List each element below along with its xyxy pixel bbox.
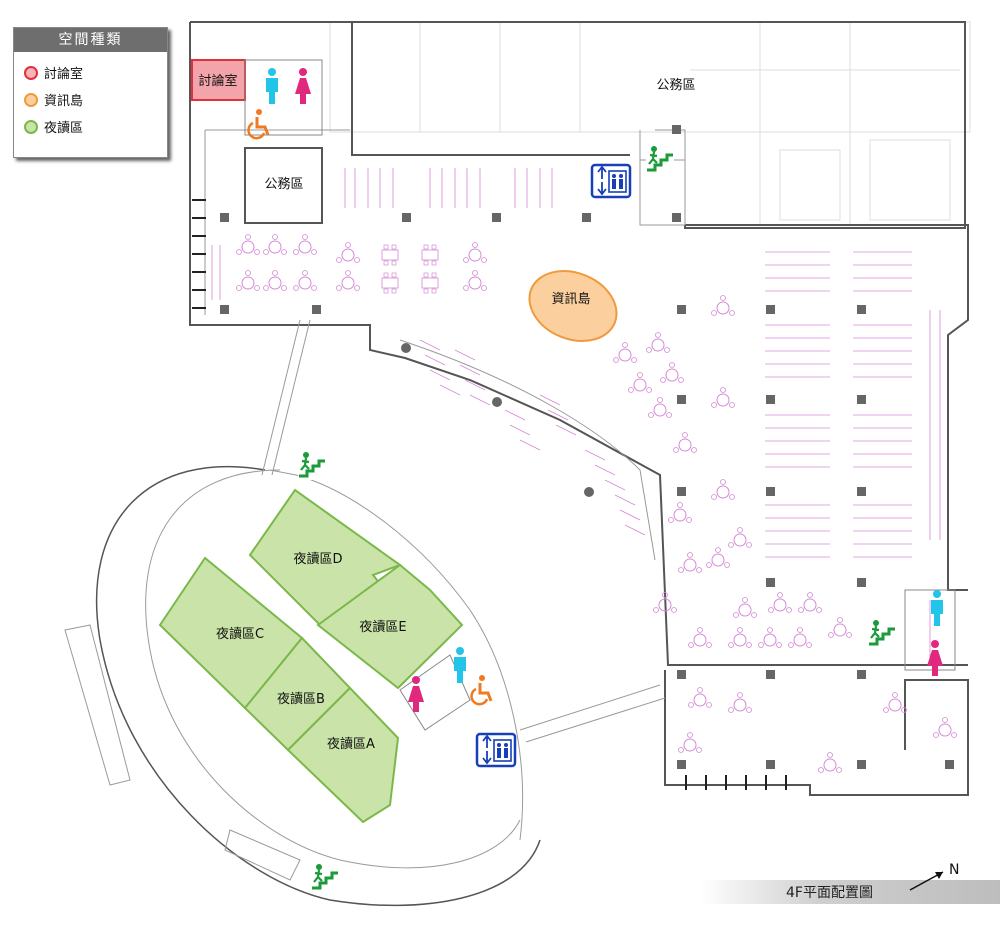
- male-restroom-icon: [931, 590, 943, 626]
- info-island-label: 資訊島: [551, 292, 590, 307]
- discussion-swatch-icon: [24, 65, 38, 80]
- discussion-room-area[interactable]: [191, 59, 246, 101]
- accessible-restroom-icon: [247, 107, 270, 140]
- legend-item-info-island[interactable]: 資訊島: [24, 86, 167, 113]
- bookshelves: [211, 168, 941, 665]
- night-zone-c-label: 夜讀區C: [216, 627, 264, 642]
- stair-icon: [644, 144, 676, 176]
- legend-title: 空間種類: [14, 28, 167, 52]
- night-zone-e-area: [316, 563, 464, 690]
- night-reading-zones: [158, 488, 464, 824]
- office-top-label: 公務區: [656, 78, 695, 93]
- info-island-area[interactable]: [519, 259, 627, 354]
- male-restroom-icon: [266, 68, 278, 104]
- office-background-lines: [329, 21, 971, 225]
- legend-item-discussion[interactable]: 討論室: [24, 59, 167, 86]
- female-restroom-icon: [295, 68, 311, 104]
- night-reading-swatch-icon: [24, 119, 38, 134]
- north-label: N: [949, 862, 959, 878]
- caption-bar: [700, 880, 1000, 904]
- office-left-label: 公務區: [264, 177, 303, 192]
- legend-item-label: 討論室: [44, 67, 84, 82]
- night-zone-a-area: [286, 686, 400, 824]
- legend-item-label: 資訊島: [44, 94, 84, 109]
- accessible-restroom-icon: [470, 673, 493, 706]
- legend-list: 討論室 資訊島 夜讀區: [14, 52, 167, 140]
- elevator-icon: [475, 732, 517, 768]
- male-restroom-icon: [454, 647, 466, 683]
- elevator-icon: [590, 163, 632, 199]
- night-zone-e-label: 夜讀區E: [359, 620, 406, 635]
- discussion-room-label: 討論室: [198, 73, 237, 89]
- night-zone-d-label: 夜讀區D: [293, 552, 342, 567]
- female-restroom-icon: [927, 640, 943, 676]
- window-marks: [192, 199, 787, 790]
- legend-item-label: 夜讀區: [44, 121, 84, 136]
- map-caption: 4F平面配置圖: [786, 885, 873, 901]
- night-zone-b-label: 夜讀區B: [277, 692, 325, 707]
- north-arrow-icon: N: [909, 862, 959, 891]
- night-zone-a-label: 夜讀區A: [327, 737, 375, 752]
- office-left-box: [244, 147, 323, 224]
- reading-desks: [419, 339, 646, 536]
- restroom-areas: [244, 59, 956, 731]
- stair-icon: [309, 862, 341, 894]
- stair-icon: [866, 618, 898, 650]
- round-wing: [64, 319, 666, 907]
- info-island-swatch-icon: [24, 92, 38, 107]
- legend-panel: 空間種類 討論室 資訊島 夜讀區: [13, 27, 168, 158]
- legend-item-night-reading[interactable]: 夜讀區: [24, 113, 167, 140]
- stair-icon: [296, 450, 328, 482]
